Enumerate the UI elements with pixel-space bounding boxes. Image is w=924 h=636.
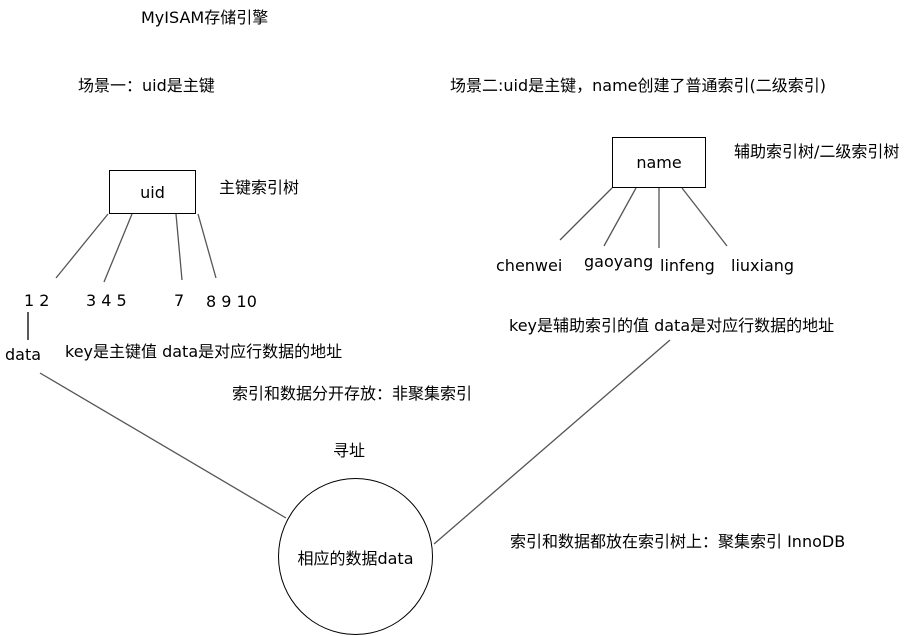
uid-branch-1 — [55, 213, 109, 279]
name-leaf-3: linfeng — [660, 256, 715, 275]
uid-node-label: uid — [140, 182, 165, 202]
name-branch-1 — [559, 187, 613, 241]
name-leaf-1: chenwei — [496, 256, 563, 275]
secondary-to-circle-link — [433, 339, 671, 545]
name-leaf-2: gaoyang — [584, 252, 654, 271]
scene1-description: key是主键值 data是对应行数据的地址 — [65, 342, 343, 361]
target-data-label: 相应的数据data — [297, 548, 414, 568]
secondary-index-tree-label: 辅助索引树/二级索引树 — [734, 142, 900, 161]
primary-index-tree-label: 主键索引树 — [219, 178, 300, 197]
name-node: name — [612, 137, 706, 188]
uid-branch-3 — [175, 213, 183, 281]
name-leaf-4: liuxiang — [731, 256, 795, 275]
uid-leaf-2: 3 4 5 — [86, 291, 127, 310]
clustered-note: 索引和数据都放在索引树上：聚集索引 InnoDB — [510, 532, 846, 551]
scene2-description: key是辅助索引的值 data是对应行数据的地址 — [509, 316, 835, 335]
uid-node: uid — [109, 170, 196, 214]
data-label: data — [5, 345, 42, 364]
name-node-label: name — [636, 153, 682, 172]
non-clustered-note: 索引和数据分开存放：非聚集索引 — [232, 384, 473, 403]
name-branch-2 — [603, 187, 637, 247]
uid-branch-2 — [103, 213, 133, 283]
scene1-heading: 场景一：uid是主键 — [78, 76, 215, 95]
name-branch-4 — [681, 187, 728, 247]
uid-leaf-4: 8 9 10 — [206, 292, 257, 311]
addressing-label: 寻址 — [333, 441, 366, 460]
scene2-heading: 场景二:uid是主键，name创建了普通索引(二级索引) — [450, 76, 826, 95]
uid-branch-4 — [197, 213, 217, 279]
uid-leaf-3: 7 — [174, 291, 185, 310]
data-to-circle-link — [39, 372, 287, 519]
diagram-title: MyISAM存储引擎 — [141, 8, 269, 27]
uid-leaf-1: 1 2 — [24, 291, 50, 310]
target-data-circle: 相应的数据data — [278, 478, 433, 635]
